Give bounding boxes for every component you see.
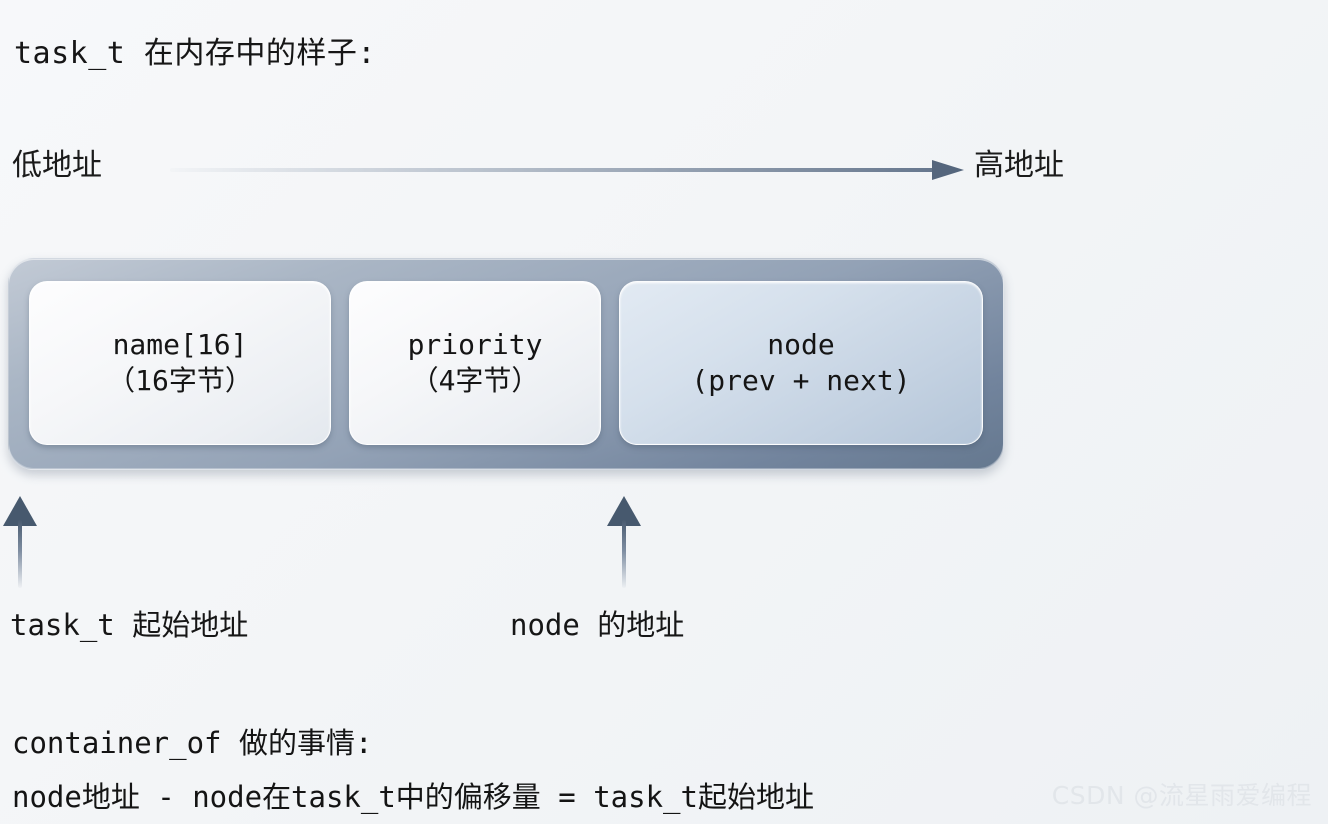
- field-node-members: (prev + next): [691, 364, 911, 397]
- pointer-arrow-task-start-icon: [3, 496, 37, 588]
- explanation-block: container_of 做的事情: node地址 - node在task_t中…: [12, 716, 1312, 824]
- pointer-arrow-stem: [18, 520, 22, 588]
- field-node-title: node: [767, 328, 835, 362]
- field-priority-title: priority: [407, 328, 543, 362]
- explanation-heading: container_of 做的事情:: [12, 726, 373, 760]
- struct-fields: name[16] （16字节） priority （4字节） node (pre…: [29, 281, 983, 445]
- struct-field-priority: priority （4字节）: [349, 281, 601, 445]
- address-direction-arrow-icon: [170, 160, 970, 180]
- pointer-label-task-start: task_t 起始地址: [10, 608, 249, 642]
- csdn-watermark: CSDN @流星雨爱编程: [1051, 781, 1312, 810]
- arrow-head: [932, 160, 964, 180]
- explanation-formula: node地址 - node在task_t中的偏移量 = task_t起始地址: [12, 780, 814, 814]
- arrow-shaft: [170, 168, 942, 172]
- field-name-title: name[16]: [112, 328, 248, 362]
- field-name-size: （16字节）: [107, 364, 253, 397]
- low-address-label: 低地址: [12, 148, 102, 183]
- field-priority-size: （4字节）: [410, 364, 540, 397]
- address-axis: 低地址 高地址: [12, 144, 1102, 196]
- struct-container: name[16] （16字节） priority （4字节） node (pre…: [8, 258, 1004, 470]
- page-title: task_t 在内存中的样子:: [14, 36, 376, 71]
- pointer-label-node-address: node 的地址: [510, 608, 685, 642]
- high-address-label: 高地址: [974, 148, 1064, 183]
- pointer-arrow-node-address-icon: [607, 496, 641, 588]
- struct-field-name: name[16] （16字节）: [29, 281, 331, 445]
- struct-field-node: node (prev + next): [619, 281, 983, 445]
- pointer-arrow-stem: [622, 520, 626, 588]
